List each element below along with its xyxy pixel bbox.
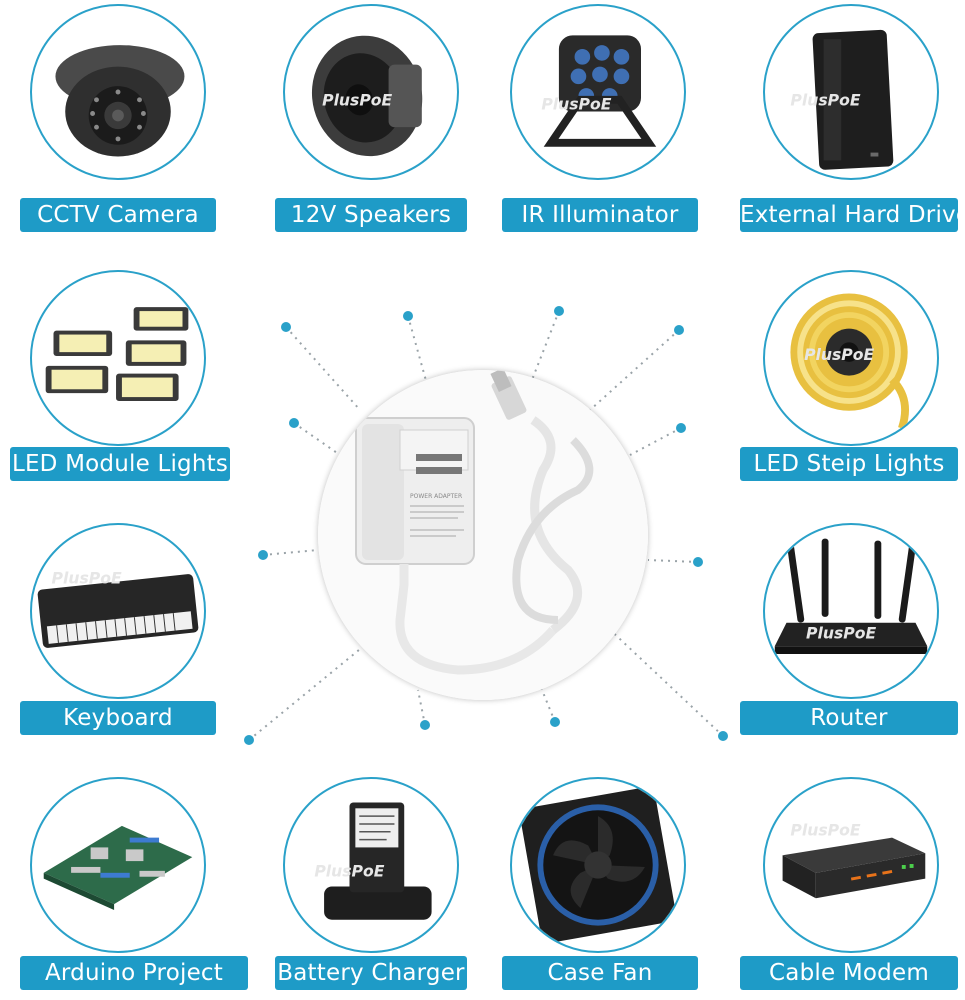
label-cctv-camera: CCTV Camera	[20, 198, 216, 232]
case-fan-icon	[520, 787, 676, 943]
led-module-icon	[45, 307, 189, 401]
item-circle-12v-speakers: PlusPoE	[283, 4, 459, 180]
battery-charger-icon: PlusPoE	[314, 802, 432, 920]
item-circle-arduino-project	[30, 777, 206, 953]
item-circle-cctv-camera: PlusPoE	[30, 4, 206, 180]
item-circle-cable-modem: PlusPoE	[763, 777, 939, 953]
label-router: Router	[740, 701, 958, 735]
item-circle-router: PlusPoE	[763, 523, 939, 699]
cctv-camera-icon: PlusPoE	[55, 45, 185, 157]
ir-illuminator-icon: PlusPoE	[541, 35, 657, 147]
label-cable-modem: Cable Modem	[740, 956, 958, 990]
cable-modem-icon: PlusPoE	[782, 821, 926, 899]
label-12v-speakers: 12V Speakers	[275, 198, 467, 232]
item-circle-external-hard-drive: PlusPoE	[763, 4, 939, 180]
item-circle-ir-illuminator: PlusPoE	[510, 4, 686, 180]
item-circle-led-strip-lights: PlusPoE	[763, 270, 939, 446]
router-icon: PlusPoE	[774, 538, 928, 654]
item-circle-keyboard: PlusPoE	[30, 523, 206, 699]
label-keyboard: Keyboard	[20, 701, 216, 735]
label-led-strip-lights: LED Steip Lights	[740, 447, 958, 481]
hard-drive-icon: PlusPoE	[790, 29, 894, 170]
led-strip-icon: PlusPoE	[790, 293, 909, 430]
svg-text:PlusPoE: PlusPoE	[804, 345, 874, 364]
svg-text:PlusPoE: PlusPoE	[541, 95, 611, 114]
svg-text:PlusPoE: PlusPoE	[52, 569, 122, 588]
circuit-board-icon	[43, 825, 193, 910]
item-circle-case-fan	[510, 777, 686, 953]
svg-text:PlusPoE: PlusPoE	[314, 862, 384, 881]
item-circle-battery-charger: PlusPoE	[283, 777, 459, 953]
label-ir-illuminator: IR Illuminator	[502, 198, 698, 232]
adapter-label-text: POWER ADAPTER	[410, 493, 462, 500]
power-adapter-image: POWER ADAPTER	[318, 370, 648, 700]
label-arduino-project: Arduino Project	[20, 956, 248, 990]
label-external-hard-drive: External Hard Drive	[740, 198, 965, 232]
svg-text:PlusPoE: PlusPoE	[790, 91, 860, 110]
svg-text:PlusPoE: PlusPoE	[790, 821, 860, 840]
label-led-module-lights: LED Module Lights	[10, 447, 230, 481]
power-adapter-icon: POWER ADAPTER	[318, 370, 648, 700]
svg-text:PlusPoE: PlusPoE	[322, 91, 392, 110]
svg-text:PlusPoE: PlusPoE	[806, 623, 876, 642]
speaker-icon: PlusPoE	[311, 35, 423, 157]
label-battery-charger: Battery Charger	[275, 956, 467, 990]
item-circle-led-module-lights	[30, 270, 206, 446]
keyboard-icon: PlusPoE	[37, 569, 199, 648]
label-case-fan: Case Fan	[502, 956, 698, 990]
